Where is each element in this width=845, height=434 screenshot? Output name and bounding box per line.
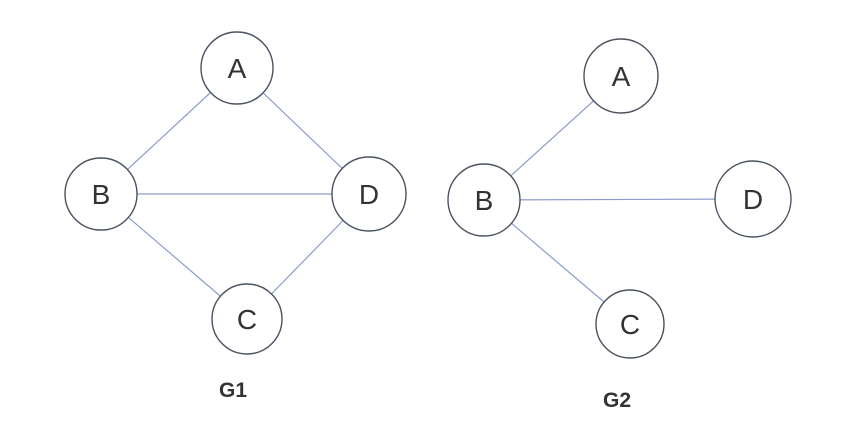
node-g1-d [331,156,407,232]
node-label-g2-b: B [475,185,494,216]
node-label-g1-d: D [359,179,379,210]
node-g2-b [447,163,521,237]
node-label-g2-a: A [612,61,631,92]
graph-label-g2: G2 [603,389,631,412]
node-label-g2-d: D [743,184,763,215]
graph-g2: A B D C G2 [447,38,792,412]
node-g1-c [211,283,283,355]
node-g1-a [200,31,274,105]
node-label-g1-b: B [92,179,111,210]
node-label-g1-c: C [237,304,257,335]
node-g2-d [714,160,792,238]
node-g2-c [595,289,665,359]
node-label-g1-a: A [228,53,247,84]
node-g1-b [64,157,138,231]
node-g2-a [583,38,659,114]
graph-g1: A B D C G1 [64,31,407,402]
graph-label-g1: G1 [219,379,247,402]
edge-g2-b-d [483,198,754,201]
node-label-g2-c: C [620,309,640,340]
